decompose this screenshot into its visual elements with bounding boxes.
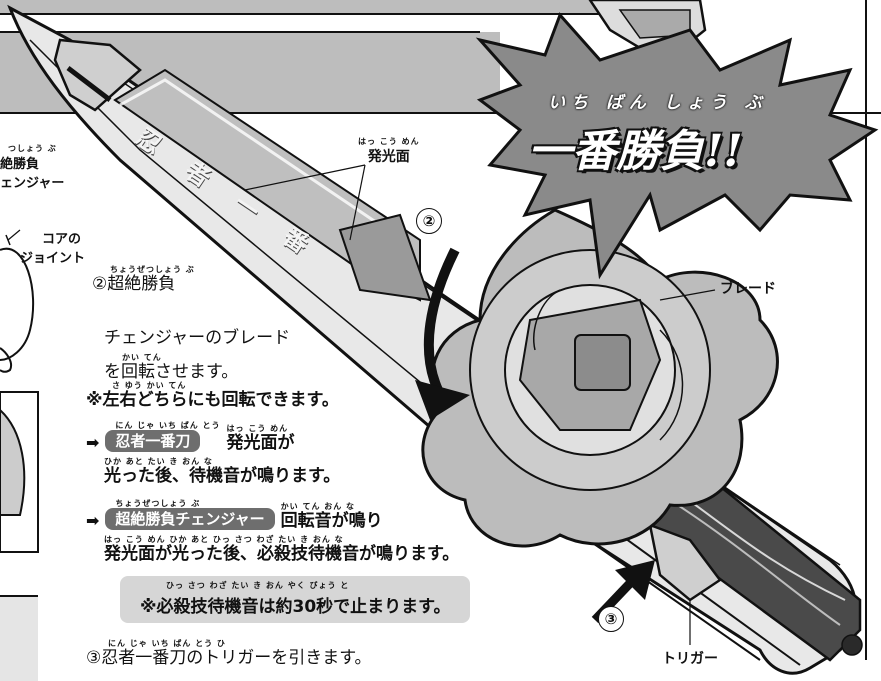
core-joint-label: コアの ジョイント xyxy=(20,228,85,266)
step2-note: さ ゆう かい てん ※左右どちらにも回転できます。 xyxy=(86,382,339,409)
changer-name-pill: 超絶勝負チェンジャー xyxy=(105,508,275,530)
rotation-arrow xyxy=(415,247,470,420)
left-changer-label: つしょう ぶ 絶勝負 ェンジャー xyxy=(0,144,65,192)
ruby: はっ こう めん xyxy=(358,137,420,146)
light-face-label: 発光面 xyxy=(367,149,410,165)
ruby: かい てん xyxy=(122,353,162,362)
ruby: にん じゃ いち ばん とう ひ xyxy=(108,639,226,648)
banner: いち ばん しょう ぶ 一番勝負!! xyxy=(528,88,848,179)
result1: ➡ にん じゃ いち ばん とう 忍者一番刀 はっ こう めん 発光面が ひか … xyxy=(86,422,340,485)
result2-text: 回転音が鳴り xyxy=(280,511,383,531)
ruby: ちょうぜつしょう ぶ xyxy=(115,499,201,508)
ruby: はっ こう めん ひか あと ひっ さつ わざ たい き おん な xyxy=(104,535,344,544)
result2-text-wrap: かい てん おん な 回転音が鳴り xyxy=(281,503,383,530)
ruby: にん じゃ いち ばん とう xyxy=(115,421,221,430)
banner-burst xyxy=(475,12,879,280)
step3: にん じゃ いち ばん とう ひ ③忍者一番刀のトリガーを引きます。 xyxy=(86,640,372,667)
arrow-icon: ➡ xyxy=(86,511,100,530)
label-line: 絶勝負 xyxy=(0,157,40,172)
result1-text: 発光面が xyxy=(226,433,295,453)
blade-changer xyxy=(421,208,779,548)
arrow-icon: ➡ xyxy=(86,433,100,452)
ruby: かい てん おん な xyxy=(280,502,356,511)
step2-note-text: ※左右どちらにも回転できます。 xyxy=(86,390,339,410)
result1-text-wrap: はっ こう めん 発光面が xyxy=(227,425,295,452)
step2-line2-text: を回転させます。 xyxy=(104,362,239,382)
pill-wrap: ちょうぜつしょう ぶ 超絶勝負チェンジャー xyxy=(105,499,275,530)
wait-note: ひっ さつ わざ たい き おん やく びょう と ※必殺技待機音は約30秒で止… xyxy=(120,576,471,623)
result1-line2: 光った後、待機音が鳴ります。 xyxy=(104,466,341,486)
ruby: さ ゆう かい てん xyxy=(112,381,187,390)
blade-label: ブレード xyxy=(720,281,776,297)
leader-lines xyxy=(7,164,716,645)
ruby: つしょう ぶ xyxy=(8,144,57,153)
left-artwork-fragments xyxy=(0,234,39,681)
step2-line2: かい てん を回転させます。 xyxy=(104,354,238,381)
label-line: コアの xyxy=(42,232,82,247)
wait-note-text: ※必殺技待機音は約30秒で止まります。 xyxy=(140,597,451,617)
step2-marker: ② xyxy=(416,208,442,234)
result2: ➡ ちょうぜつしょう ぶ 超絶勝負チェンジャー かい てん おん な 回転音が鳴… xyxy=(86,500,459,563)
banner-title: 一番勝負!! xyxy=(528,126,743,177)
wait-note-box: ひっ さつ わざ たい き おん やく びょう と ※必殺技待機音は約30秒で止… xyxy=(120,576,471,623)
step2-heading: ちょうぜつしょう ぶ ②超絶勝負 xyxy=(92,266,195,293)
sword-name-pill: 忍者一番刀 xyxy=(105,430,201,452)
step3-marker: ③ xyxy=(598,606,624,632)
light-face-callout: はっ こう めん 発光面 xyxy=(358,138,420,166)
trigger-label: トリガー xyxy=(662,651,718,667)
ruby: ひか あと たい き おん な xyxy=(104,457,213,466)
ruby: はっ こう めん xyxy=(226,424,289,433)
label-line: ジョイント xyxy=(20,251,86,266)
step2-title: ②超絶勝負 xyxy=(92,274,176,294)
ruby: ちょうぜつしょう ぶ xyxy=(110,265,195,274)
step2-line1: チェンジャーのブレード xyxy=(104,328,291,348)
pill-wrap: にん じゃ いち ばん とう 忍者一番刀 xyxy=(105,422,220,452)
step3-text: ③忍者一番刀のトリガーを引きます。 xyxy=(86,648,372,668)
banner-ruby: いち ばん しょう ぶ xyxy=(548,93,768,113)
ruby: ひっ さつ わざ たい き おん やく びょう と xyxy=(166,581,350,590)
result2-line2: 発光面が光った後、必殺技待機音が鳴ります。 xyxy=(104,544,460,564)
label-line: ェンジャー xyxy=(0,176,65,191)
